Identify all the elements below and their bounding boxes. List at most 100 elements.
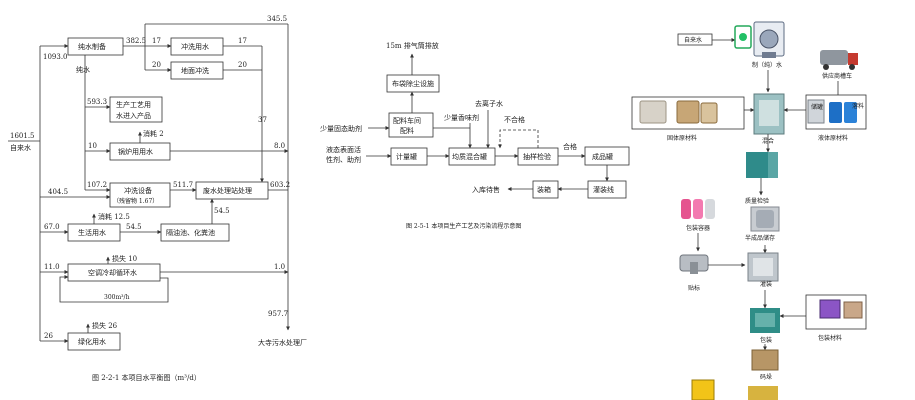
box-washing-line2: （残留物 1.67） [113,197,158,205]
label-545b: 54.5 [214,207,230,215]
process-box-metering-text: 计量罐 [396,152,417,161]
label-loss26: 损失 26 [92,321,118,330]
process-box-mixing [388,112,434,138]
process-box-sampling-text: 抽样检验 [523,152,551,161]
source-label: 自来水 [10,143,31,152]
packing-photo [750,308,780,333]
process-flow-diagram: 15m 排气筒排放 布袋除尘设施 配料车间 配料 少量固态助剂 液态表面活 性剂… [320,41,630,230]
label-670: 67.0 [44,223,60,231]
label-17b: 17 [238,37,247,45]
liquid-drums-icon [807,99,857,124]
water-balance-caption: 图 2-2-1 本项目水平衡图（m³/d） [92,373,201,382]
box-greening-text: 绿化用水 [78,337,106,346]
forklift-icon [691,379,778,400]
sink-label: 大寺污水处理厂 [258,338,307,347]
label-593: 593.3 [87,98,107,106]
label-80: 8.0 [274,142,285,150]
picto-packaging-materials: 包装材料 [818,334,842,342]
process-liquid-input-1: 液态表面活 [326,145,361,154]
picto-packing: 包装 [760,336,772,344]
picto-intermediate: 半成品储存 [745,234,775,242]
process-liquid-input-2: 性剂、助剂 [326,155,361,164]
label-loss10: 损失 10 [112,254,137,263]
process-box-filling-text: 灌装线 [593,185,614,194]
box-product-water-line2: 水进入产品 [116,111,151,120]
labeling-machine-icon [679,254,709,274]
picto-tap-water-box [677,33,713,46]
picto-solid-materials: 固体原材料 [667,134,697,142]
box-septic [160,223,230,242]
process-box-dust-text: 布袋除尘设施 [392,79,434,88]
label-20b: 20 [238,61,247,69]
box-cooling [67,263,161,282]
label-9577: 957.7 [268,310,288,318]
box-rinse-water-text: 冲洗用水 [181,42,209,51]
box-domestic-text: 生活用水 [78,228,106,237]
box-product-water [109,96,163,123]
picto-liquid-materials: 液体原材料 [818,134,848,142]
label-26: 26 [44,332,53,340]
picto-qc: 质量检验 [745,197,769,205]
picto-tap-water: 自来水 [684,36,702,44]
label-cycle: 300m³/h [104,294,130,301]
label-10out: 1.0 [274,263,285,271]
picto-tank-label: 储罐 [811,103,823,111]
label-17a: 17 [152,37,161,45]
process-box-finished-tank-text: 成品罐 [592,152,613,161]
process-reject: 不合格 [504,115,525,124]
picto-ro-water: 制（纯）水 [752,61,782,69]
process-solid-input: 少量固态助剂 [320,124,362,133]
label-404: 404.5 [48,188,68,196]
process-box-homogenizer [448,147,496,166]
box-greening [67,332,121,351]
box-wastewater-plant-text: 废水处理站处理 [203,186,252,195]
picto-liquid-tag: 溶料 [852,102,864,110]
box-cooling-text: 空调冷却循环水 [88,268,137,277]
solid-bags-icon [639,100,718,124]
box-washing [109,182,171,208]
water-balance-diagram: 1601.5 自来水 1093.0 纯水制备 纯水 382.5 345.5 17… [8,15,307,382]
box-wastewater-plant [195,181,269,200]
label-1093: 1093.0 [43,53,68,61]
process-box-metering [390,147,428,166]
label-1072: 107.2 [87,181,107,189]
packaging-materials-icon [819,299,863,319]
process-deionized: 去离子水 [475,99,503,108]
picto-package-container: 包装容器 [686,224,710,232]
picto-storage: 码垛 [760,373,772,381]
label-382: 382.5 [126,37,146,45]
process-box-packing [532,180,559,199]
process-box-filling [587,180,627,199]
box-product-water-line1: 生产工艺用 [116,100,151,109]
process-pass: 合格 [563,142,577,151]
label-20a: 20 [152,61,161,69]
label-10: 10 [88,142,97,150]
box-washing-line1: 冲洗设备 [124,186,152,195]
pictorial-flow-diagram: 自来水 制（纯）水 供应商槽车 固体原材料 [631,21,867,400]
process-box-homogenizer-text: 均质混合罐 [452,152,487,161]
process-box-mixing-line2: 配料 [400,126,414,135]
storage-photo [751,349,779,371]
label-110: 11.0 [44,263,60,271]
label-37: 37 [258,116,267,124]
label-consume125: 消耗 12.5 [98,212,130,221]
process-storage: 入库待售 [472,185,500,194]
label-345: 345.5 [267,15,287,23]
process-fragrance: 少量香味剂 [444,113,479,122]
box-pure-water [67,37,124,56]
label-5117: 511.7 [173,181,193,189]
label-6032: 603.2 [270,181,290,189]
process-exhaust: 15m 排气筒排放 [386,41,439,50]
picto-filling: 灌装 [760,280,772,288]
process-box-mixing-line1: 配料车间 [393,116,421,125]
box-rinse-water [170,37,224,56]
box-boiler-text: 锅炉用用水 [118,147,153,156]
picto-tanker: 供应商槽车 [822,72,852,80]
label-pure-side: 纯水 [76,65,90,74]
water-treatment-icon [734,21,785,58]
qc-photo [746,152,778,178]
process-box-packing-text: 装箱 [537,185,551,194]
mixing-photo [753,93,785,135]
box-floor-wash [170,61,224,80]
